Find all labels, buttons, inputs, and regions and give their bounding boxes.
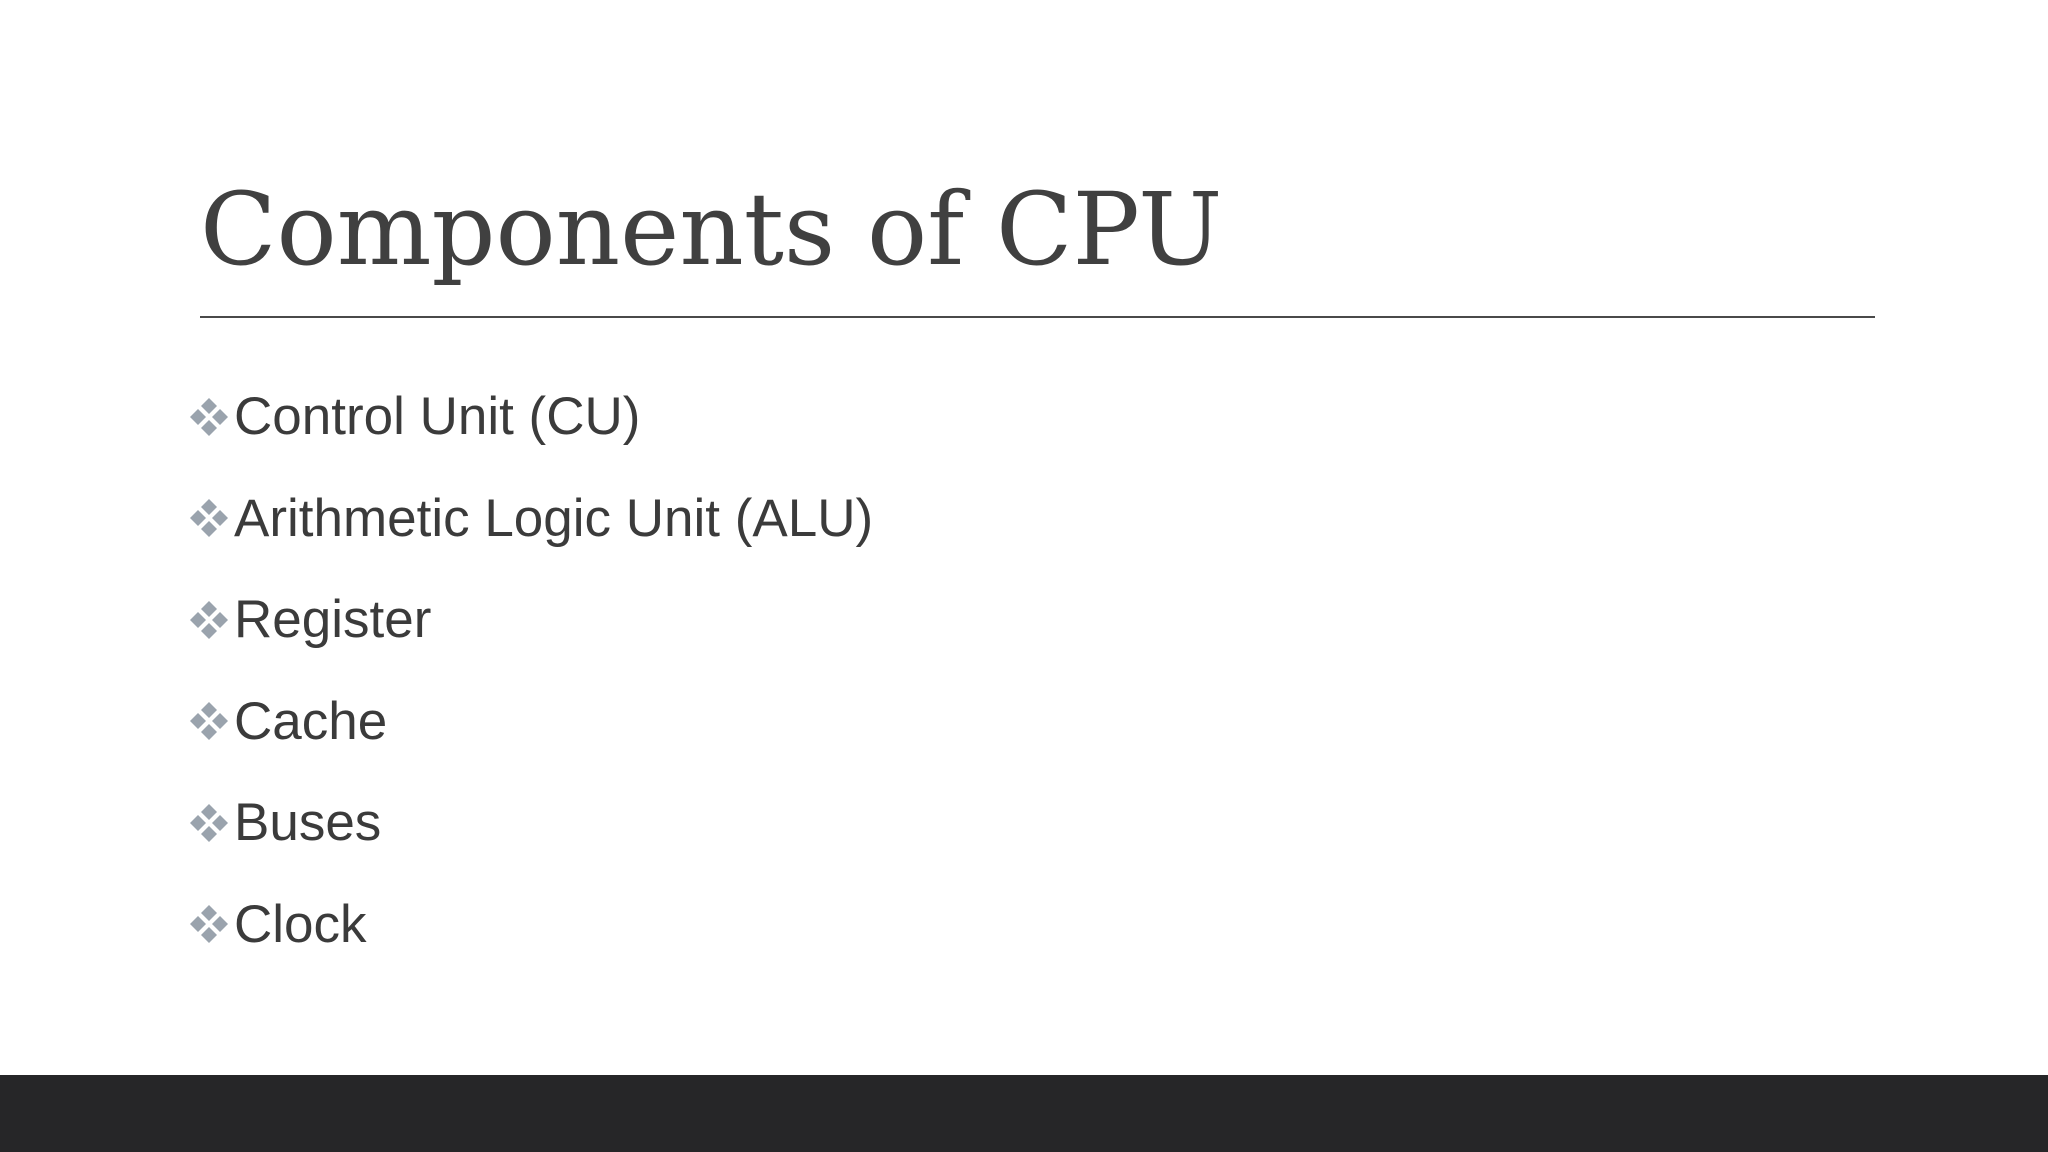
bullet-text: Arithmetic Logic Unit (ALU) xyxy=(234,488,874,548)
bullet-text: Control Unit (CU) xyxy=(234,387,641,447)
four-diamond-bullet-icon xyxy=(188,396,230,438)
list-item: Control Unit (CU) xyxy=(188,366,873,468)
four-diamond-bullet-icon xyxy=(188,497,230,539)
bullet-text: Clock xyxy=(234,894,367,954)
four-diamond-bullet-icon xyxy=(188,599,230,641)
bullet-text: Register xyxy=(234,590,432,650)
list-item: Register xyxy=(188,569,873,671)
footer-bar xyxy=(0,1075,2048,1152)
bullet-list: Control Unit (CU) Arithmetic Logic Unit … xyxy=(188,366,873,975)
slide-title: Components of CPU xyxy=(200,171,1223,288)
title-divider xyxy=(200,316,1875,318)
list-item: Buses xyxy=(188,772,873,874)
bullet-text: Buses xyxy=(234,793,382,853)
four-diamond-bullet-icon xyxy=(188,700,230,742)
list-item: Cache xyxy=(188,671,873,773)
four-diamond-bullet-icon xyxy=(188,802,230,844)
bullet-text: Cache xyxy=(234,691,388,751)
four-diamond-bullet-icon xyxy=(188,903,230,945)
list-item: Arithmetic Logic Unit (ALU) xyxy=(188,468,873,570)
list-item: Clock xyxy=(188,874,873,976)
